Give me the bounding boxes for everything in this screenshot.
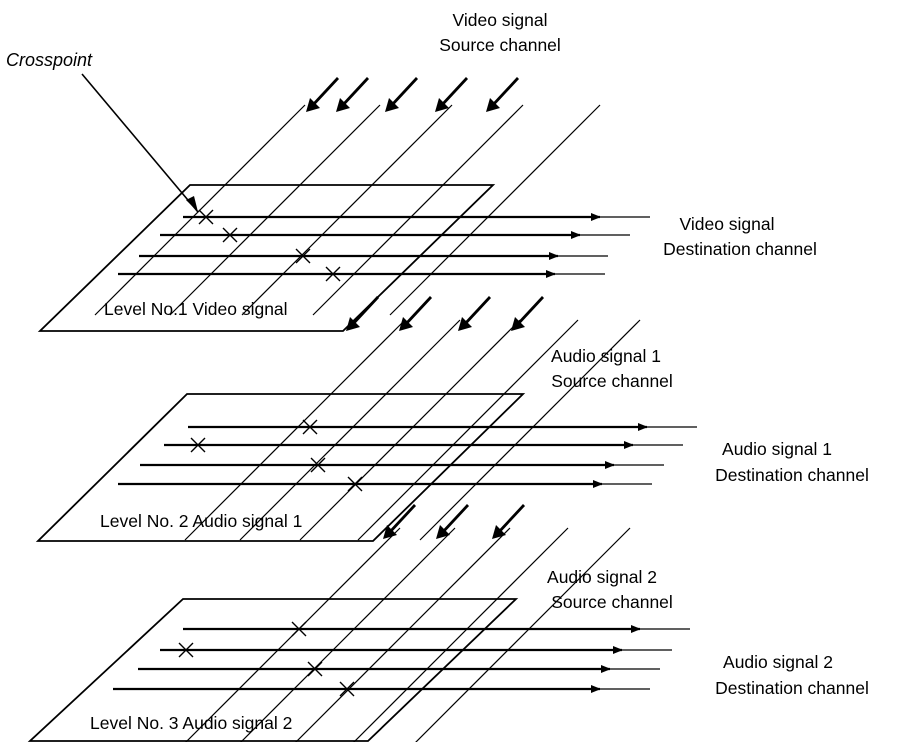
level1-source-line-3 [241, 104, 453, 316]
level3-source-arrow-1 [387, 504, 417, 534]
level1-source-arrowhead-3 [385, 98, 399, 112]
level1-crosspoint-s4-d4 [325, 266, 341, 282]
level2-source-arrow-3 [462, 296, 492, 326]
level1-source-arrowhead-1 [306, 98, 320, 112]
level2-crosspoint-s4-d3 [310, 457, 326, 473]
level1-source-line2: Source channel [439, 35, 561, 55]
level2-source-line-2 [239, 319, 461, 541]
level2-source-arrowhead-3 [458, 317, 472, 331]
level1-source-arrowhead-5 [486, 98, 500, 112]
level3-source-arrowhead-1 [383, 525, 397, 539]
level1-plane [37, 184, 496, 332]
level3-plane [27, 598, 519, 742]
level3-source-line-2 [235, 527, 456, 747]
level1-name: Level No.1 Video signal [104, 299, 288, 319]
level1-source-arrow-2 [340, 77, 370, 107]
level3-crosspoint-s3-d1 [291, 621, 307, 637]
level3-source-arrow-2 [440, 504, 470, 534]
level1-source-arrow-1 [310, 77, 340, 107]
level2-source-line2: Source channel [551, 371, 673, 391]
level3-source-arrow-3 [496, 504, 526, 534]
level1-source-line-1 [94, 104, 306, 316]
level1-source-line1: Video signal [452, 10, 547, 30]
level3-source-line1: Audio signal 2 [547, 567, 657, 587]
level3-source-line-5 [410, 527, 631, 747]
level2-crosspoint-s5-d4 [347, 476, 363, 492]
level1-crosspoint-s2-d2 [222, 227, 238, 243]
level1-source-arrow-5 [490, 77, 520, 107]
level3-crosspoint-s5-d4 [339, 681, 355, 697]
crosspoint-pointer [81, 73, 199, 213]
level3-source-line-3 [290, 527, 511, 747]
level3-source-arrowhead-3 [492, 525, 506, 539]
level3-source-line-1 [180, 527, 401, 747]
level2-source-arrowhead-1 [346, 317, 360, 331]
level1-source-line-4 [312, 104, 524, 316]
level1-source-line-5 [389, 104, 601, 316]
crosspoint-pointer-head [186, 196, 198, 212]
level2-source-arrow-1 [350, 296, 380, 326]
level2-source-arrowhead-2 [399, 317, 413, 331]
level3-crosspoint-s1-d2 [178, 642, 194, 658]
level2-source-line-3 [299, 319, 521, 541]
level3-destination-line2: Destination channel [715, 678, 869, 698]
level2-source-line-5 [419, 319, 641, 541]
level2-crosspoint-s1-d2 [190, 437, 206, 453]
level2-destination-line2: Destination channel [715, 465, 869, 485]
level2-source-line-1 [184, 319, 406, 541]
level1-destination-line1: Video signal [679, 214, 774, 234]
level1-source-arrowhead-2 [336, 98, 350, 112]
level2-source-arrow-2 [403, 296, 433, 326]
level3-crosspoint-s4-d3 [307, 661, 323, 677]
level1-crosspoint-s1-d1 [198, 209, 214, 225]
level1-crosspoint-s3-d3 [295, 248, 311, 264]
level2-destination-line1: Audio signal 1 [722, 439, 832, 459]
level2-crosspoint-s3-d1 [302, 419, 318, 435]
level1-source-arrowhead-4 [435, 98, 449, 112]
level3-source-line2: Source channel [551, 592, 673, 612]
level2-source-line-4 [357, 319, 579, 541]
level2-source-arrowhead-4 [511, 317, 525, 331]
level3-source-arrowhead-2 [436, 525, 450, 539]
level1-destination-line2: Destination channel [663, 239, 817, 259]
level2-source-line1: Audio signal 1 [551, 346, 661, 366]
level3-name: Level No. 3 Audio signal 2 [90, 713, 292, 733]
level2-plane [35, 393, 526, 542]
level2-source-arrow-4 [515, 296, 545, 326]
level1-source-line-2 [169, 104, 381, 316]
level1-source-arrow-3 [389, 77, 419, 107]
level2-name: Level No. 2 Audio signal 1 [100, 511, 302, 531]
level1-source-arrow-4 [439, 77, 469, 107]
level3-source-line-4 [348, 527, 569, 747]
level3-destination-line1: Audio signal 2 [723, 652, 833, 672]
crosspoint-label: Crosspoint [6, 50, 93, 70]
